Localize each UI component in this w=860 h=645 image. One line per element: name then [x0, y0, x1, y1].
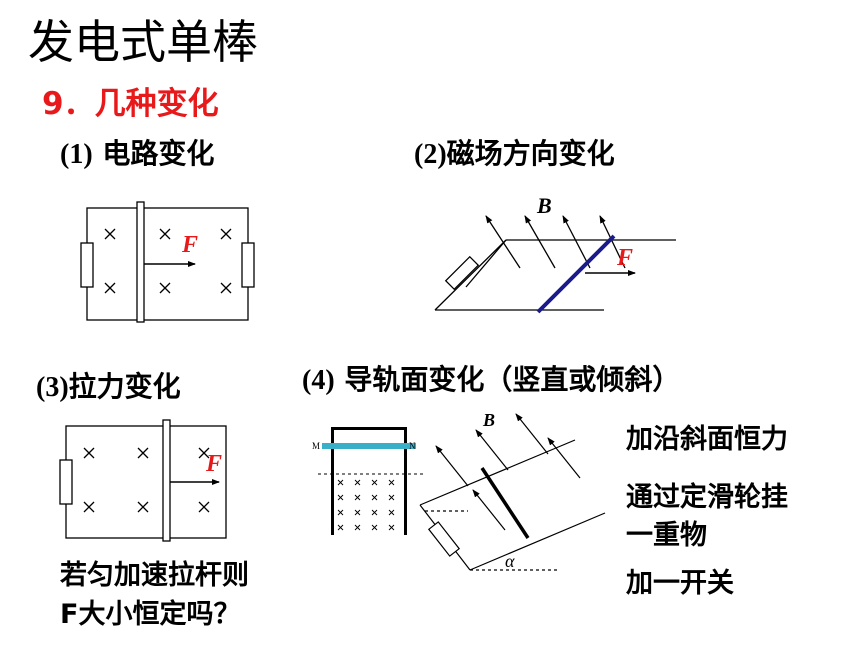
field-cross-marks-3 — [83, 447, 210, 513]
sliding-rod-2 — [536, 234, 616, 314]
question-line-2: F大小恒定吗？ — [60, 599, 241, 630]
rod-label-n: N — [409, 441, 416, 451]
case-2-label: (2)磁场方向变化 — [414, 132, 615, 172]
field-label-4: B — [482, 410, 495, 430]
note-switch: 加一开关 — [626, 568, 734, 599]
figure-inclined-rails — [419, 413, 606, 571]
incline-angle-label: α — [505, 551, 515, 571]
force-label-1: F — [181, 232, 198, 258]
figure-force-change — [59, 419, 227, 542]
force-label-3: F — [205, 451, 222, 477]
case-4-label: (4) 导轨面变化（竖直或倾斜） — [302, 358, 680, 398]
case-3-text: 拉力变化 — [68, 370, 181, 403]
case-3-label: (3)拉力变化 — [36, 365, 181, 405]
case-1-label: (1) 电路变化 — [60, 132, 214, 172]
case-4-number: (4) — [302, 365, 335, 396]
sliding-rod-4 — [480, 467, 530, 539]
slide-title: 发电式单棒 — [28, 15, 258, 69]
case-1-text: 电路变化 — [92, 137, 215, 170]
case-3-number: (3) — [36, 372, 69, 403]
note-pulley-1: 通过定滑轮挂 — [626, 482, 788, 513]
figure-vertical-rails — [318, 427, 424, 535]
case-2-text: 磁场方向变化 — [446, 137, 615, 170]
section-heading: 9．几种变化 — [42, 86, 219, 122]
case-1-number: (1) — [60, 139, 93, 170]
field-cross-marks — [104, 228, 232, 294]
rod-label-m: M — [312, 441, 320, 451]
note-pulley-2: 一重物 — [626, 520, 707, 551]
figure-circuit-change — [80, 201, 255, 323]
note-incline-force: 加沿斜面恒力 — [626, 424, 788, 455]
field-label-2: B — [536, 193, 552, 218]
force-label-2: F — [616, 245, 633, 271]
case-4-text: 导轨面变化（竖直或倾斜） — [334, 363, 681, 396]
question-line-1: 若匀加速拉杆则 — [60, 560, 249, 591]
figure-field-direction — [434, 215, 676, 311]
case-2-number: (2) — [414, 139, 447, 170]
